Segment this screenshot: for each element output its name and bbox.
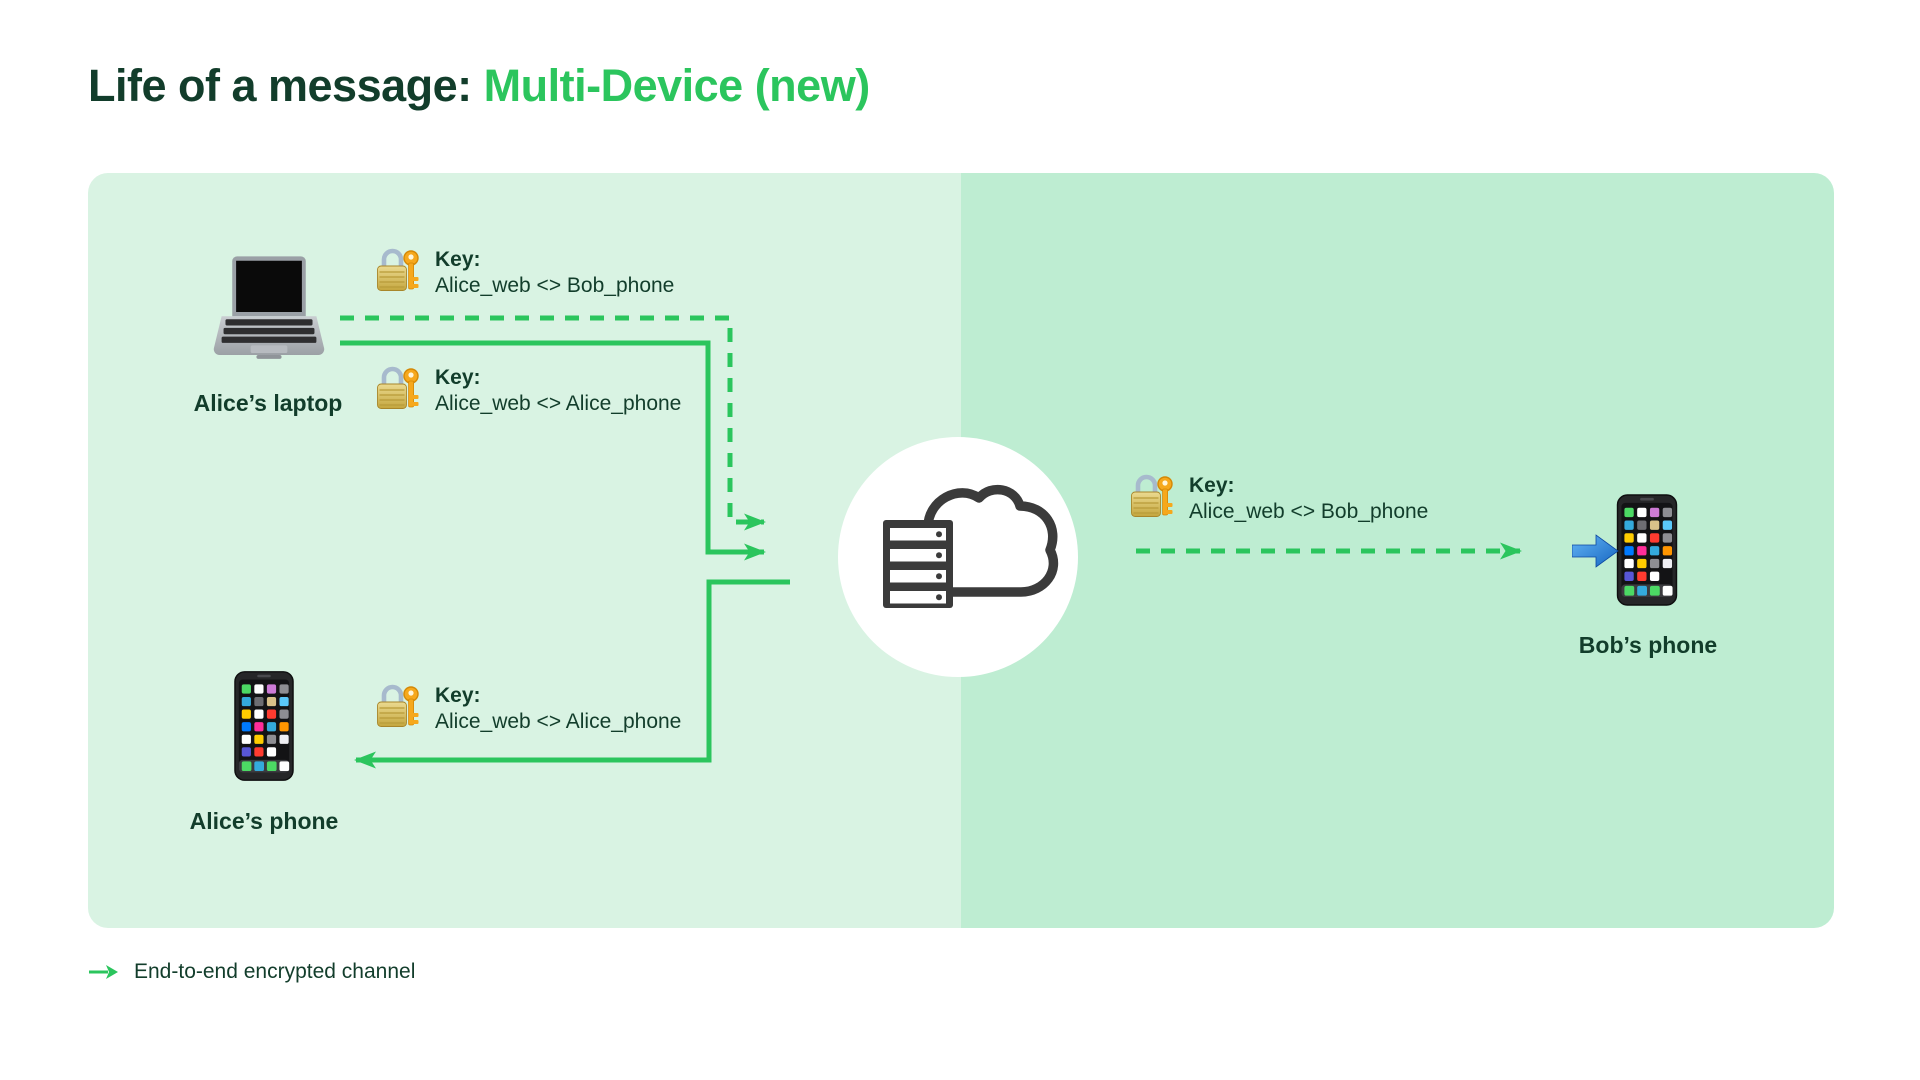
cloud-server-icon bbox=[883, 484, 1059, 608]
key-label: Key: bbox=[435, 684, 481, 707]
alice-laptop-label: Alice’s laptop bbox=[193, 390, 343, 416]
key-label: Key: bbox=[435, 248, 481, 271]
key-label: Key: bbox=[1189, 474, 1235, 497]
bob-phone-label: Bob’s phone bbox=[1578, 632, 1718, 658]
laptop-icon bbox=[210, 254, 328, 367]
key-value: Alice_web <> Alice_phone bbox=[435, 710, 682, 733]
lock-with-key-icon bbox=[1130, 472, 1174, 518]
key-block-laptop-bob: Key: Alice_web <> Bob_phone bbox=[376, 246, 674, 299]
panel-right-half bbox=[961, 173, 1834, 928]
legend: End-to-end encrypted channel bbox=[88, 960, 415, 984]
alice-phone-label: Alice’s phone bbox=[189, 808, 339, 834]
key-value: Alice_web <> Alice_phone bbox=[435, 392, 682, 415]
smartphone-icon bbox=[234, 670, 294, 782]
legend-text: End-to-end encrypted channel bbox=[134, 960, 416, 983]
key-value: Alice_web <> Bob_phone bbox=[435, 274, 675, 297]
blue-delivery-arrow-icon bbox=[1572, 534, 1619, 568]
lock-with-key-icon bbox=[376, 364, 420, 410]
key-label: Key: bbox=[435, 366, 481, 389]
server-circle bbox=[838, 437, 1078, 677]
key-block-server-alice-phone: Key: Alice_web <> Alice_phone bbox=[376, 682, 681, 735]
key-value: Alice_web <> Bob_phone bbox=[1189, 500, 1429, 523]
right-arrow-icon bbox=[89, 965, 118, 979]
title-prefix: Life of a message: bbox=[88, 60, 484, 111]
smartphone-icon bbox=[1616, 494, 1678, 606]
lock-with-key-icon bbox=[376, 246, 420, 292]
lock-with-key-icon bbox=[376, 682, 420, 728]
key-block-laptop-alice-phone: Key: Alice_web <> Alice_phone bbox=[376, 364, 681, 417]
page-title: Life of a message: Multi-Device (new) bbox=[88, 60, 870, 112]
key-block-server-bob-phone: Key: Alice_web <> Bob_phone bbox=[1130, 472, 1428, 525]
title-highlight: Multi-Device (new) bbox=[483, 60, 871, 111]
